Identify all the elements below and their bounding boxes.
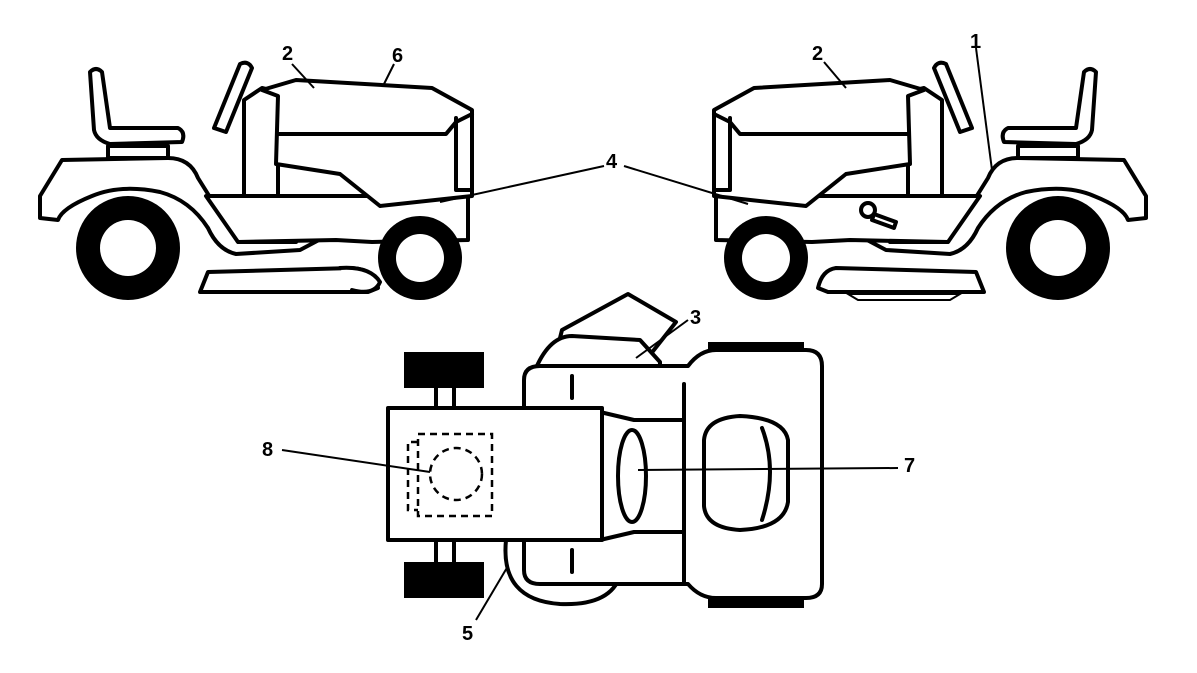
right-seat [1000,67,1098,146]
top-front-tire-lower [404,562,484,598]
right-mower-deck [816,266,986,294]
callout-labels: 2 6 2 1 4 3 8 7 5 [262,31,981,645]
leader-6 [383,63,395,85]
tractor-top-view [386,292,824,608]
left-seat [88,67,186,146]
leader-lines [281,47,993,621]
leader-1 [975,47,993,171]
callout-4: 4 [606,151,618,173]
leader-2-right [823,61,847,89]
callout-7: 7 [904,455,915,477]
leader-8 [281,449,431,473]
callout-8: 8 [262,439,273,461]
callout-6: 6 [392,45,403,67]
tractor-left-side-view [38,60,474,300]
leader-4-left [439,165,605,203]
left-steering-wheel [212,60,254,134]
top-fuel-cap-area [416,432,494,518]
leader-4-right [623,165,749,205]
right-lever-knob [859,201,877,219]
leader-5 [475,565,509,621]
right-rear-fender [850,156,1148,256]
callout-1: 1 [970,31,981,53]
leader-2-left [291,63,315,89]
callout-3: 3 [690,307,701,329]
callout-5: 5 [462,623,473,645]
top-fuel-cap [428,446,484,502]
tractor-right-side-view [712,60,1148,301]
left-rear-fender [38,156,336,256]
callout-2-right: 2 [812,43,823,65]
top-seat [702,414,790,532]
leader-3 [635,319,689,359]
right-steering-wheel [932,60,974,134]
left-hood [260,78,474,208]
top-front-tire-upper [404,352,484,388]
callout-2-left: 2 [282,43,293,65]
top-steering-wheel [616,428,648,524]
top-hood [386,406,604,542]
right-hood [712,78,926,208]
leader-7 [637,467,899,471]
